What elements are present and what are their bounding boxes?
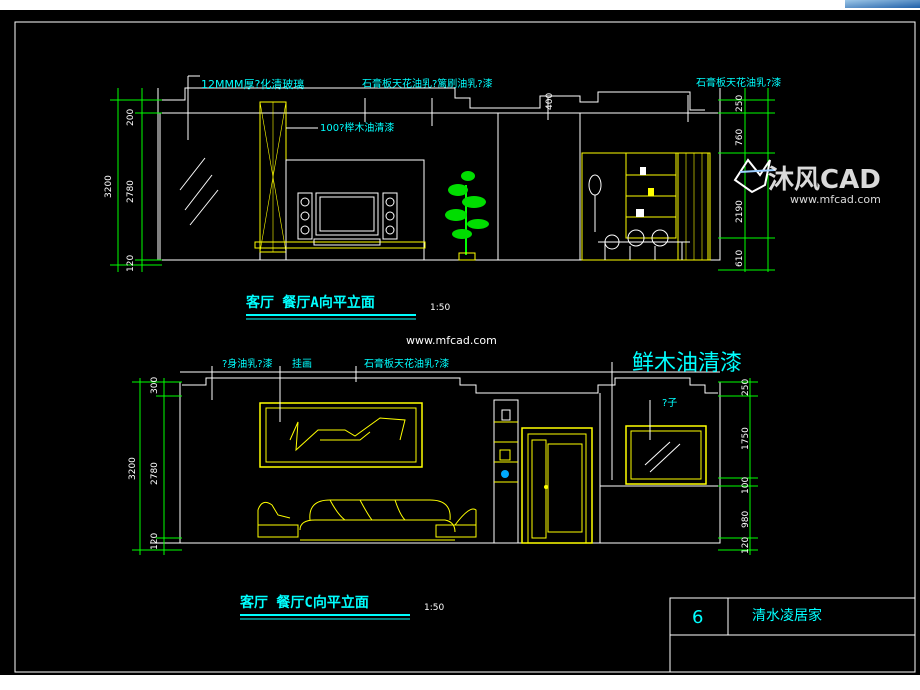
dim-a-left-top: 200 xyxy=(126,109,136,126)
dim-a-right-c: 2190 xyxy=(735,200,745,223)
title-elevation-a: 客厅 餐厅A向平立面 xyxy=(245,294,375,311)
dim-c-left-mid: 2780 xyxy=(150,462,160,485)
label-wood: 100?榉木油清漆 xyxy=(320,121,394,134)
dim-a-left-bot: 120 xyxy=(126,255,136,272)
label-wall-paint: ?身油乳?漆 xyxy=(222,357,273,370)
dim-a-right-d: 610 xyxy=(735,250,745,267)
bottom-margin xyxy=(0,675,920,690)
mfcad-bird-logo-icon xyxy=(733,158,776,194)
dim-a-left-mid: 2780 xyxy=(126,180,136,203)
scale-elevation-c: 1:50 xyxy=(424,603,444,613)
plant-icon xyxy=(445,171,489,261)
label-mirror: ?子 xyxy=(662,397,677,409)
label-ceiling: 石膏板天花油乳?篱刷油乳?漆 xyxy=(362,77,493,90)
dim-c-right-a: 250 xyxy=(741,379,751,396)
cad-drawing-canvas: 12MMM厚?化清玻璃 石膏板天花油乳?篱刷油乳?漆 100?榉木油清漆 石膏板… xyxy=(0,10,920,675)
label-right-ceiling: 石膏板天花油乳?漆 xyxy=(696,76,781,89)
label-big-note: 鲜木油清漆 xyxy=(632,351,742,376)
dim-c-left-top: 300 xyxy=(150,377,160,394)
watermark-logo: 沐风CAD www.mfcad.com xyxy=(733,158,881,206)
top-margin xyxy=(0,0,920,10)
label-glass: 12MMM厚?化清玻璃 xyxy=(201,77,304,91)
watermark-brand: 沐风CAD xyxy=(768,165,881,195)
dim-c-left-total: 3200 xyxy=(128,457,138,480)
project-name: 清水凌居家 xyxy=(752,607,822,624)
dim-c-right-b: 1750 xyxy=(741,427,751,450)
sheet-number: 6 xyxy=(692,607,703,628)
center-watermark: www.mfcad.com xyxy=(406,334,497,347)
dim-a-right-b: 760 xyxy=(735,129,745,146)
watermark-url: www.mfcad.com xyxy=(790,193,881,206)
elevation-a: 12MMM厚?化清玻璃 石膏板天花油乳?篱刷油乳?漆 100?榉木油清漆 石膏板… xyxy=(104,75,781,320)
scale-elevation-a: 1:50 xyxy=(430,303,450,313)
drawing-frame xyxy=(14,21,916,673)
elevation-c: ?身油乳?漆 挂画 石膏板天花油乳?漆 鲜木油清漆 ?子 300 2780 12… xyxy=(128,351,758,620)
title-block: 6 清水凌居家 xyxy=(669,597,916,673)
label-wall-paper: 挂画 xyxy=(292,357,312,370)
dim-top: 400 xyxy=(545,93,555,110)
dim-a-right-a: 250 xyxy=(735,95,745,112)
dim-c-right-c: 100 xyxy=(741,477,751,494)
dim-c-right-d: 980 xyxy=(741,511,751,528)
label-ceiling-c: 石膏板天花油乳?漆 xyxy=(364,357,449,370)
dim-c-right-e: 120 xyxy=(741,537,751,554)
dim-a-left-total: 3200 xyxy=(104,175,114,198)
title-elevation-c: 客厅 餐厅C向平立面 xyxy=(239,594,369,611)
sofa-icon xyxy=(257,499,477,541)
dim-c-left-bot: 120 xyxy=(150,533,160,550)
cad-drawing: 12MMM厚?化清玻璃 石膏板天花油乳?篱刷油乳?漆 100?榉木油清漆 石膏板… xyxy=(14,21,916,673)
